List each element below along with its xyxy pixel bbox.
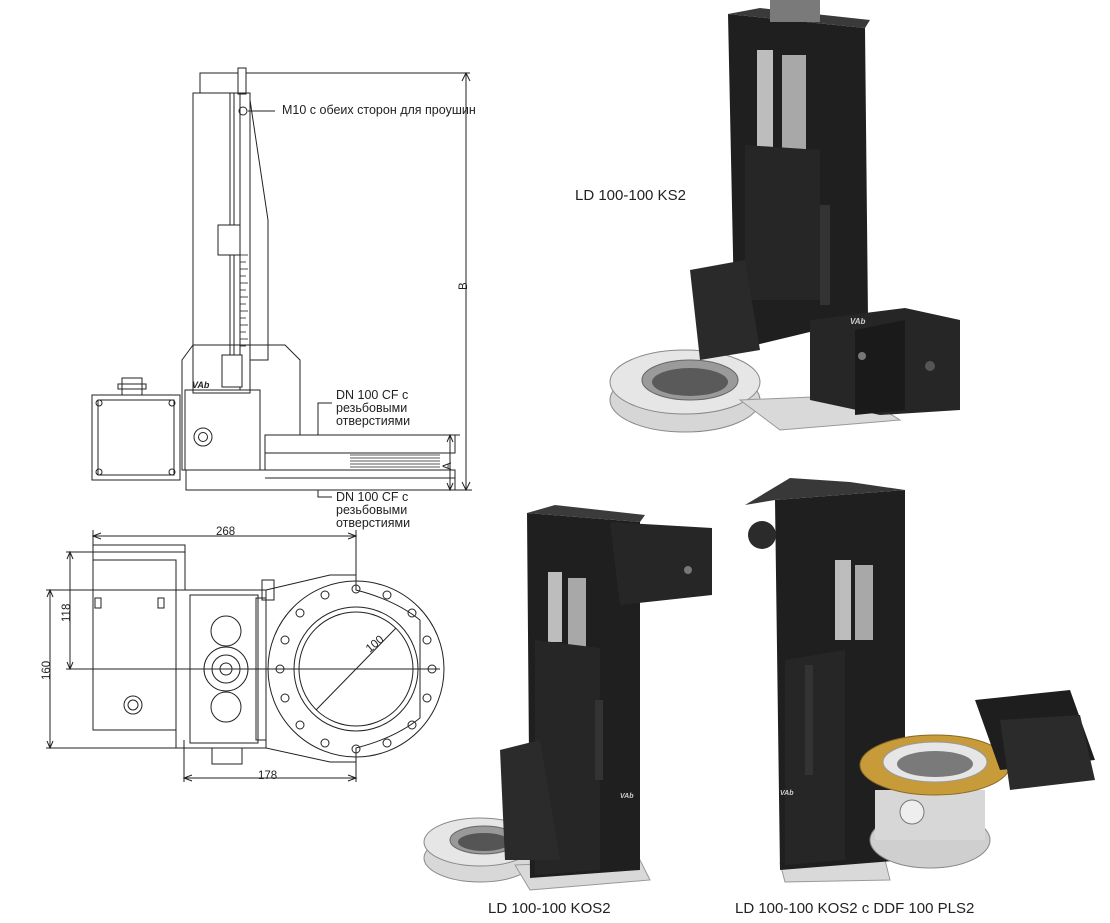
note-dn-bottom-line1: DN 100 CF с [336,490,409,504]
note-m10: M10 с обеих сторон для проушин [282,103,476,117]
note-dn-top: DN 100 CF с резьбовыми отверстиями [336,389,410,428]
product-render-kos2-ddf: VAb [745,478,1095,883]
vat-logo-ks2: VAb [850,317,866,326]
dim-label-268: 268 [216,526,236,538]
dim-label-a: A [442,462,454,470]
vat-logo-kos2-ddf: VAb [780,790,794,797]
vat-logo-side: VAb [192,380,210,390]
note-dn-top-line2: резьбовыми [336,401,408,415]
note-dn-bottom-line3: отверстиями [336,516,411,530]
scale-ticks [240,254,248,347]
dim-label-b: B [458,282,470,290]
caption-kos2-ddf: LD 100-100 KOS2 с DDF 100 PLS2 [735,900,975,917]
dim-label-160: 160 [41,660,53,680]
product-render-ks2: VAb [609,0,960,433]
vat-logo-kos2: VAb [620,793,634,800]
product-render-kos2: VAb [423,505,712,891]
note-dn-bottom-line2: резьбовыми [336,503,408,517]
dim-label-178: 178 [258,770,278,782]
dim-label-118: 118 [61,603,73,622]
note-dn-top-line1: DN 100 CF с [336,388,409,402]
bolt-holes [275,584,437,754]
side-view-drawing [91,67,472,498]
caption-kos2: LD 100-100 KOS2 [488,900,611,917]
top-view-drawing [46,530,445,782]
caption-ks2: LD 100-100 KS2 [575,187,686,204]
note-dn-top-line3: отверстиями [336,414,411,428]
note-dn-bottom: DN 100 CF с резьбовыми отверстиями [336,491,410,530]
